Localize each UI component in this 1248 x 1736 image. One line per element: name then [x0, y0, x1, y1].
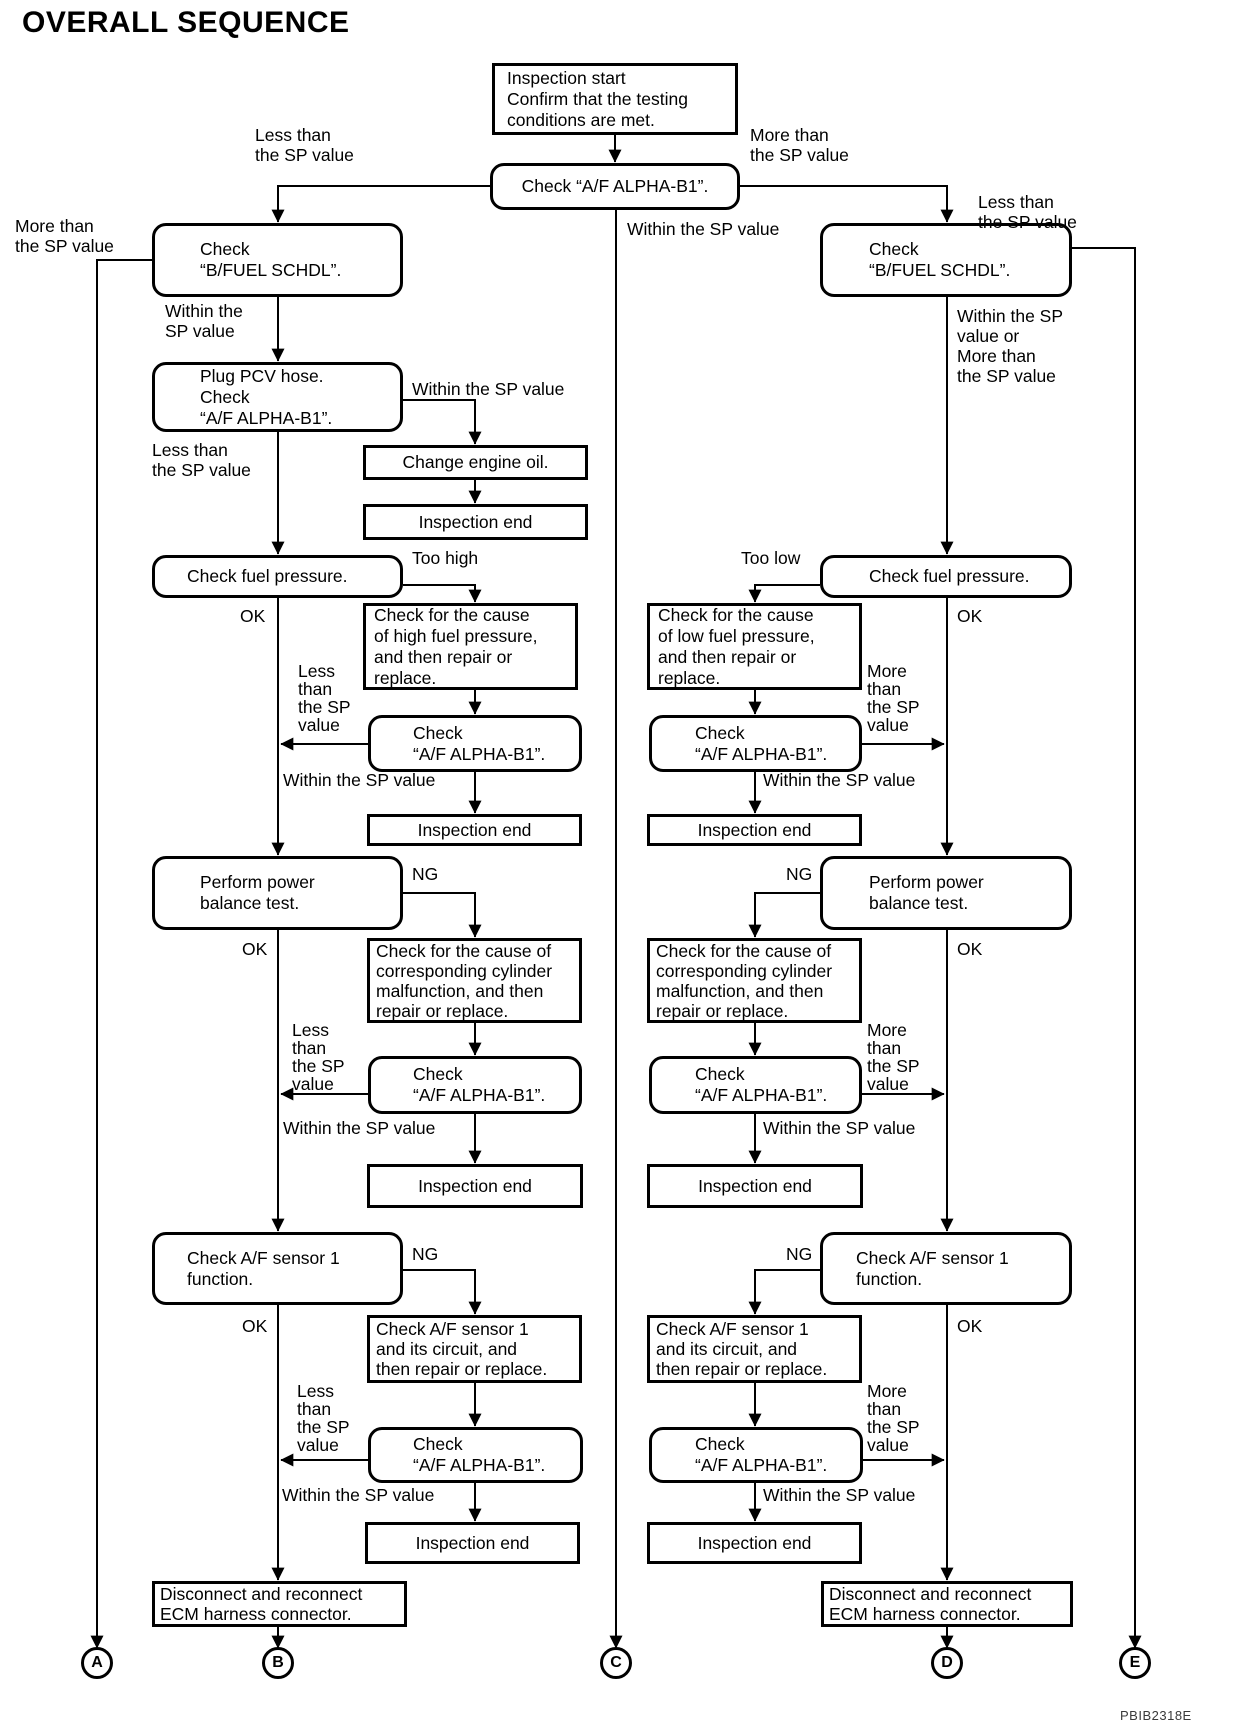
node-af-sensor-circuit-left: Check A/F sensor 1 and its circuit, and … — [367, 1315, 582, 1383]
node-check-fuel-pressure-right: Check fuel pressure. — [820, 555, 1072, 598]
node-cause-cylinder-right: Check for the cause of corresponding cyl… — [647, 938, 862, 1023]
node-check-af-alpha-left-2: Check “A/F ALPHA-B1”. — [368, 1056, 582, 1114]
figure-code: PBIB2318E — [1120, 1708, 1192, 1723]
node-inspection-end-r2: Inspection end — [647, 814, 862, 846]
edge-label-ok-left-2: OK — [242, 939, 268, 959]
edge-label-ok-right-2: OK — [957, 939, 983, 959]
edge-label-within-sp-left-3: Within the SP value — [282, 1485, 435, 1505]
edge-label-within-sp-left-2: Within the SP value — [283, 1118, 436, 1138]
node-cause-high-fuel-pressure: Check for the cause of high fuel pressur… — [363, 603, 578, 690]
edge-label-less-stack-1: Less than the SP value — [298, 661, 351, 735]
terminal-d-circle: D — [931, 1647, 963, 1679]
node-disconnect-ecm-left: Disconnect and reconnect ECM harness con… — [152, 1581, 407, 1627]
node-inspection-end-2: Inspection end — [367, 814, 582, 846]
edge-label-more-than-sp-top: More than the SP value — [750, 125, 849, 165]
edge-label-ng-left-1: NG — [412, 864, 439, 884]
node-check-af-alpha-right-1: Check “A/F ALPHA-B1”. — [649, 715, 862, 772]
edge-label-ng-left-2: NG — [412, 1244, 439, 1264]
edge-label-less-stack-2: Less than the SP value — [292, 1020, 345, 1094]
node-inspection-end-r3: Inspection end — [647, 1164, 863, 1208]
node-power-balance-left: Perform power balance test. — [152, 856, 403, 930]
edge-label-more-stack-2: More than the SP value — [867, 1020, 920, 1094]
edge-label-more-stack-1: More than the SP value — [867, 661, 920, 735]
edge-label-within-sp-right-2: Within the SP value — [763, 1118, 916, 1138]
node-inspection-start: Inspection start Confirm that the testin… — [492, 63, 738, 135]
edge-label-ok-right-3: OK — [957, 1316, 983, 1336]
edge-label-less-than-sp-far-right: Less than the SP value — [978, 192, 1077, 232]
edge-label-within-or-more-sp: Within the SP value or More than the SP … — [957, 306, 1064, 386]
node-check-af-alpha-left-1: Check “A/F ALPHA-B1”. — [368, 715, 582, 772]
node-check-af-alpha-right-3: Check “A/F ALPHA-B1”. — [649, 1427, 863, 1483]
edge-label-ok-left-3: OK — [242, 1316, 268, 1336]
edge-label-within-sp-pcv: Within the SP value — [412, 379, 565, 399]
terminal-a-circle: A — [81, 1647, 113, 1679]
edge-label-more-stack-3: More than the SP value — [867, 1381, 920, 1455]
node-check-af-alpha-left-3: Check “A/F ALPHA-B1”. — [368, 1427, 583, 1483]
node-power-balance-right: Perform power balance test. — [820, 856, 1072, 930]
edge-label-more-than-sp-far-left: More than the SP value — [15, 216, 114, 256]
node-af-sensor-function-left: Check A/F sensor 1 function. — [152, 1232, 403, 1305]
edge-label-less-than-sp-top: Less than the SP value — [255, 125, 354, 165]
node-plug-pcv-hose: Plug PCV hose. Check “A/F ALPHA-B1”. — [152, 362, 403, 432]
node-cause-low-fuel-pressure: Check for the cause of low fuel pressure… — [647, 603, 862, 690]
node-inspection-end-3: Inspection end — [367, 1164, 583, 1208]
page-title: OVERALL SEQUENCE — [22, 6, 350, 39]
edge-label-too-low: Too low — [741, 548, 801, 568]
edge-label-ng-right-1: NG — [786, 864, 813, 884]
node-check-bfuel-schdl-left: Check “B/FUEL SCHDL”. — [152, 223, 403, 297]
node-inspection-end-4: Inspection end — [365, 1522, 580, 1564]
node-change-engine-oil: Change engine oil. — [363, 445, 588, 480]
edge-label-within-sp-right-3: Within the SP value — [763, 1485, 916, 1505]
node-check-bfuel-schdl-right: Check “B/FUEL SCHDL”. — [820, 223, 1072, 297]
node-disconnect-ecm-right: Disconnect and reconnect ECM harness con… — [821, 1581, 1073, 1627]
node-cause-cylinder-left: Check for the cause of corresponding cyl… — [367, 938, 582, 1023]
node-check-af-alpha-main: Check “A/F ALPHA-B1”. — [490, 163, 740, 210]
node-inspection-end-1: Inspection end — [363, 504, 588, 540]
edge-label-ok-left-1: OK — [240, 606, 266, 626]
node-inspection-end-r4: Inspection end — [647, 1522, 862, 1564]
edge-label-within-sp-left-1: Within the SP value — [283, 770, 436, 790]
edge-label-ok-right-1: OK — [957, 606, 983, 626]
node-check-fuel-pressure-left: Check fuel pressure. — [152, 555, 403, 598]
terminal-b-circle: B — [262, 1647, 294, 1679]
node-check-af-alpha-right-2: Check “A/F ALPHA-B1”. — [649, 1056, 862, 1114]
terminal-e-circle: E — [1119, 1647, 1151, 1679]
edge-label-within-sp-center: Within the SP value — [627, 219, 780, 239]
edge-label-less-stack-3: Less than the SP value — [297, 1381, 350, 1455]
edge-label-too-high: Too high — [412, 548, 479, 568]
edge-label-ng-right-2: NG — [786, 1244, 813, 1264]
node-af-sensor-circuit-right: Check A/F sensor 1 and its circuit, and … — [647, 1315, 862, 1383]
terminal-c-circle: C — [600, 1647, 632, 1679]
edge-label-within-sp-right-1: Within the SP value — [763, 770, 916, 790]
edge-label-less-than-sp-pcv: Less than the SP value — [152, 440, 251, 480]
edge-label-within-sp-left: Within the SP value — [165, 301, 243, 341]
node-af-sensor-function-right: Check A/F sensor 1 function. — [820, 1232, 1072, 1305]
